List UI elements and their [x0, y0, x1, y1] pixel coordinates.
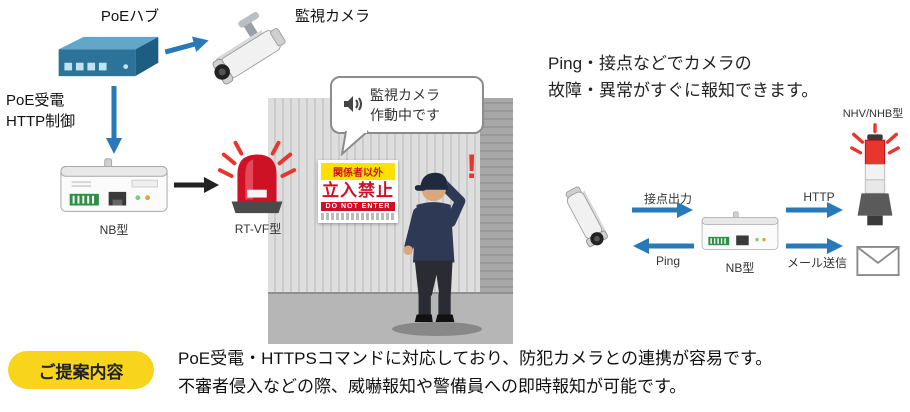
alert-exclamation: ! [466, 148, 478, 186]
proposal-text: PoE受電・HTTPSコマンドに対応しており、防犯カメラとの連携が容易です。 不… [178, 349, 773, 396]
no-entry-sign: 関係者以外 立入禁止 DO NOT ENTER [318, 160, 398, 223]
poe-hub-illustration [52, 34, 164, 85]
camera-right-illustration [552, 166, 618, 275]
ping-label: Ping [655, 254, 681, 268]
hub-to-camera-arrow [163, 32, 213, 64]
intruder-illustration [394, 162, 479, 335]
nb-to-beacon-arrow [174, 176, 220, 199]
hub-to-nb-arrow [104, 86, 124, 163]
speech-bubble-text: 監視カメラ 作動中です [370, 87, 440, 123]
wall-column [480, 98, 513, 294]
sign-line3: DO NOT ENTER [321, 202, 395, 211]
contact-arrow [632, 202, 694, 223]
speaker-icon [342, 94, 364, 119]
nb-device-label: NB型 [99, 223, 129, 237]
poe-hub-label: PoEハブ [100, 8, 160, 25]
contact-output-label: 接点出力 [643, 192, 692, 206]
mail-send-label: メール送信 [786, 256, 847, 270]
signal-tower-illustration [846, 118, 904, 239]
http-label: HTTP [803, 190, 835, 204]
floor [268, 292, 513, 344]
speech-bubble: 監視カメラ 作動中です [330, 76, 484, 156]
http-arrow [786, 202, 844, 223]
nb-device-illustration [58, 156, 170, 223]
nb2-label: NB型 [725, 261, 755, 275]
proposal-badge: ご提案内容 [8, 351, 154, 389]
sign-fineprint [321, 213, 395, 220]
poe-note: PoE受電 HTTP制御 [6, 92, 76, 130]
mail-envelope-icon [856, 246, 900, 281]
speech-bubble-tail [340, 130, 369, 156]
right-description: Ping・接点などでカメラの 故障・異常がすぐに報知できます。 [548, 54, 819, 100]
nb2-device-illustration [700, 206, 780, 263]
camera-label: 監視カメラ [295, 8, 371, 25]
person-shadow [392, 322, 482, 336]
mail-arrow [786, 238, 844, 259]
surveillance-camera-illustration [205, 8, 300, 101]
sign-line2: 立入禁止 [322, 181, 394, 200]
tower-label: NHV/NHB型 [842, 108, 904, 120]
beacon-label: RT-VF型 [234, 222, 282, 236]
sign-line1: 関係者以外 [321, 163, 395, 180]
ping-arrow [632, 238, 694, 259]
warning-beacon-illustration [208, 133, 306, 226]
